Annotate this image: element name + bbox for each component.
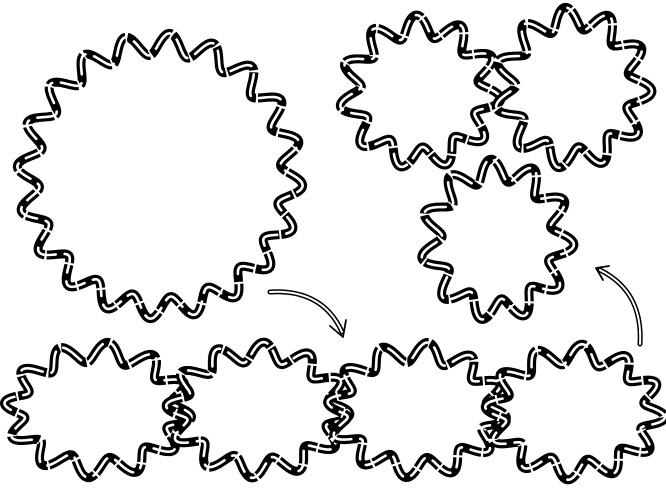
dna-strand-gap	[328, 342, 507, 477]
dna-strand-gap	[166, 342, 350, 478]
dna-ring	[422, 159, 574, 319]
dna-strand-gap	[485, 344, 664, 480]
dna-strand	[166, 342, 350, 478]
linear-catenane	[5, 342, 665, 480]
helix-crossing	[485, 344, 664, 480]
dna-strand	[17, 33, 302, 318]
helix-crossing	[166, 342, 350, 478]
arrow-chain-to-trefoil	[596, 266, 640, 344]
dna-ring	[496, 7, 652, 167]
dna-strand	[328, 342, 507, 477]
helix-crossing	[328, 342, 507, 477]
large-circle	[17, 33, 302, 318]
arrow-circle-to-chain	[270, 292, 346, 337]
arrows-layer	[270, 266, 640, 344]
dna-strand	[422, 159, 574, 319]
dna-strand	[485, 344, 664, 480]
dna-ring	[340, 15, 500, 167]
dna-ring	[328, 342, 507, 477]
helix-crossing	[17, 33, 302, 318]
dna-strand-gap	[17, 33, 302, 318]
dna-ring	[485, 344, 664, 480]
dna-ring	[166, 342, 350, 478]
dna-ring	[17, 33, 302, 318]
rings-layer	[5, 7, 665, 479]
